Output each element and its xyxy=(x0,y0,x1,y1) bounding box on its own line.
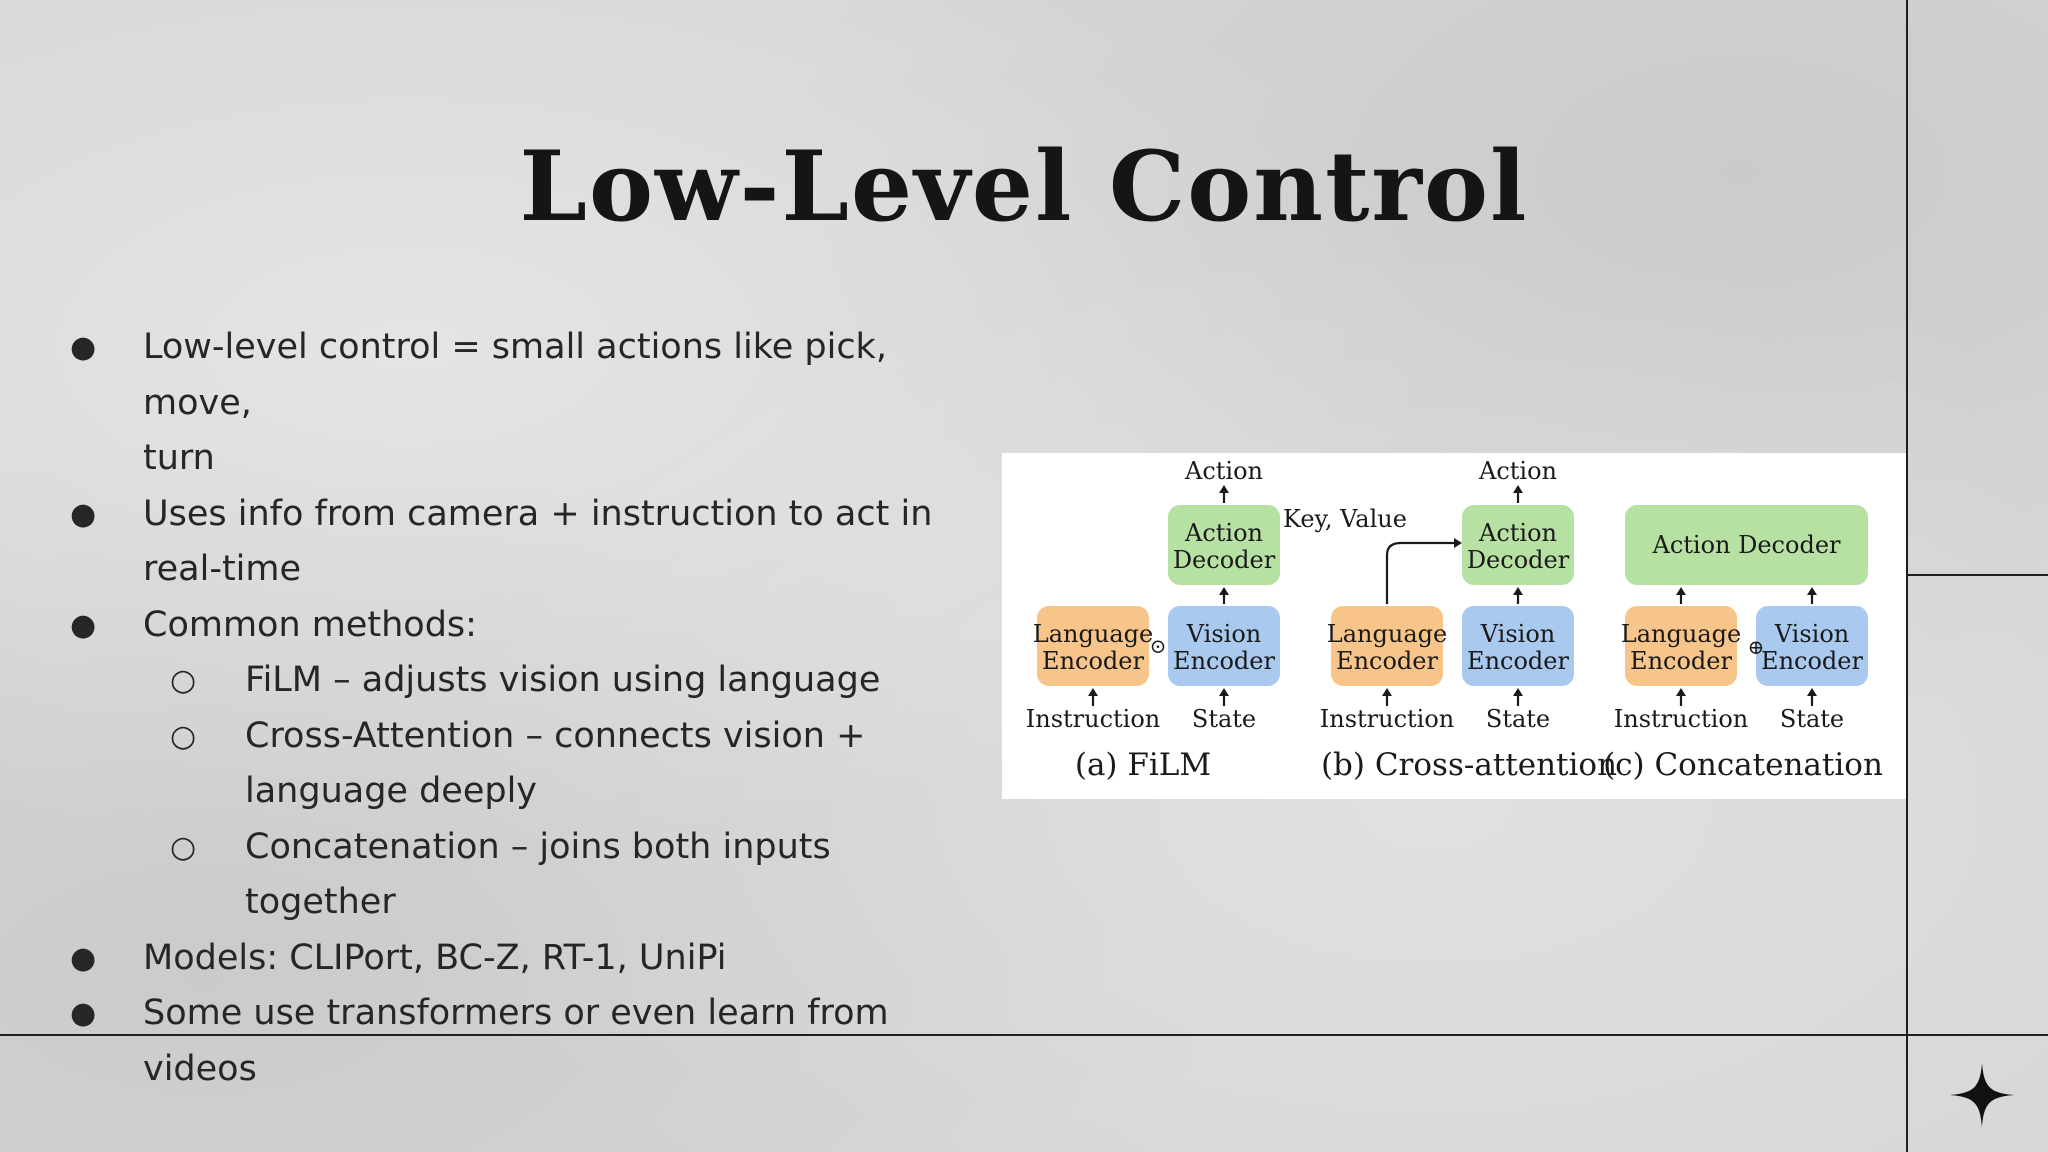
language-encoder-box xyxy=(1037,606,1149,686)
arrow-state-to-vision-head xyxy=(1219,688,1229,696)
arrow-language-to-decoder-head xyxy=(1676,587,1686,595)
language-encoder-box-label: Language xyxy=(1033,620,1153,648)
instruction-label: Instruction xyxy=(1320,705,1455,733)
language-encoder-box-label: Encoder xyxy=(1042,647,1144,675)
vision-encoder-box-label: Vision xyxy=(1186,620,1261,648)
bullet-dot-icon: ● xyxy=(70,607,97,643)
language-encoder-box-label: Encoder xyxy=(1630,647,1732,675)
language-encoder-box xyxy=(1625,606,1737,686)
action-decoder-box-label: Decoder xyxy=(1467,546,1570,574)
bullet-text: Low-level control = small actions like p… xyxy=(143,327,887,423)
arrow-vision-to-decoder-head xyxy=(1219,587,1229,595)
key-value-label: Key, Value xyxy=(1283,505,1407,533)
sub-bullet-item: language deeply xyxy=(70,764,970,820)
sub-bullet-item: ○ FiLM – adjusts vision using language xyxy=(70,653,970,709)
bullet-text: Models: CLIPort, BC-Z, RT-1, UniPi xyxy=(143,937,727,978)
action-decoder-box-label: Action xyxy=(1184,519,1263,547)
bullet-dot-icon: ● xyxy=(70,940,97,976)
action-decoder-box-label: Action xyxy=(1478,519,1557,547)
action-decoder-box-label: Action Decoder xyxy=(1651,531,1841,559)
star-icon xyxy=(1950,1063,2014,1127)
bullet-item: real-time xyxy=(70,542,970,598)
bullet-item: turn xyxy=(70,431,970,487)
bullet-item: ● Some use transformers or even learn fro… xyxy=(70,986,970,1097)
state-label: State xyxy=(1192,705,1256,733)
language-encoder-box-label: Language xyxy=(1327,620,1447,648)
arrow-state-to-vision-head xyxy=(1513,688,1523,696)
bullet-text: Uses info from camera + instruction to a… xyxy=(143,493,933,534)
arrow-state-to-vision-head xyxy=(1807,688,1817,696)
action-decoder-box-label: Decoder xyxy=(1173,546,1276,574)
bullet-text: turn xyxy=(143,438,215,478)
bullet-item: ● Low-level control = small actions like … xyxy=(70,320,970,431)
bullet-circle-icon: ○ xyxy=(170,829,197,865)
side-divider xyxy=(1906,574,2048,576)
state-label: State xyxy=(1780,705,1844,733)
vision-encoder-box xyxy=(1168,606,1280,686)
language-encoder-box-label: Language xyxy=(1621,620,1741,648)
cross-attention-arrow-head xyxy=(1454,538,1462,548)
sub-bullet-item: ○ Concatenation – joins both inputs toget… xyxy=(70,820,970,931)
arrow-vision-to-decoder-head xyxy=(1513,587,1523,595)
action-decoder-box xyxy=(1168,505,1280,585)
action-label: Action xyxy=(1184,457,1263,485)
bullet-text: Common methods: xyxy=(143,604,477,645)
state-label: State xyxy=(1486,705,1550,733)
panel-caption: (c) Concatenation xyxy=(1603,747,1883,783)
bullet-list: ● Low-level control = small actions like … xyxy=(70,320,970,1097)
arrow-instruction-to-language-head xyxy=(1088,688,1098,696)
vision-encoder-box-label: Encoder xyxy=(1761,647,1863,675)
bullet-item: ● Common methods: xyxy=(70,598,970,654)
arrow-vision-to-decoder-head xyxy=(1807,587,1817,595)
vision-encoder-box-label: Vision xyxy=(1774,620,1849,648)
panel-caption: (b) Cross-attention xyxy=(1321,747,1617,783)
instruction-label: Instruction xyxy=(1026,705,1161,733)
instruction-label: Instruction xyxy=(1614,705,1749,733)
arrow-instruction-to-language-head xyxy=(1676,688,1686,696)
sub-bullet-item: ○ Cross-Attention – connects vision + xyxy=(70,709,970,765)
bullet-text: FiLM – adjusts vision using language xyxy=(245,660,881,700)
bullet-text: Cross-Attention – connects vision + xyxy=(245,715,866,756)
bullet-circle-icon: ○ xyxy=(170,663,197,698)
arrow-decoder-to-action-head xyxy=(1513,485,1523,493)
slide-title: Low-Level Control xyxy=(519,130,1529,243)
bullet-text: real-time xyxy=(143,549,302,589)
bullet-item: ● Uses info from camera + instruction to … xyxy=(70,487,970,543)
arrow-decoder-to-action-head xyxy=(1219,485,1229,493)
bullet-text: language deeply xyxy=(245,771,538,811)
vision-encoder-box xyxy=(1756,606,1868,686)
language-encoder-box xyxy=(1331,606,1443,686)
panel-caption: (a) FiLM xyxy=(1075,747,1211,783)
bullet-dot-icon: ● xyxy=(70,330,97,365)
action-decoder-box xyxy=(1625,505,1868,585)
bullet-dot-icon: ● xyxy=(70,996,97,1031)
action-decoder-box xyxy=(1462,505,1574,585)
vertical-divider xyxy=(1906,0,1908,1152)
arrow-instruction-to-language-head xyxy=(1382,688,1392,696)
vision-encoder-box-label: Encoder xyxy=(1173,647,1275,675)
vision-encoder-box xyxy=(1462,606,1574,686)
concat-icon: ⊕ xyxy=(1748,635,1765,659)
bullet-text: Some use transformers or even learn from… xyxy=(143,993,889,1089)
bullet-item: ● Models: CLIPort, BC-Z, RT-1, UniPi xyxy=(70,931,970,987)
horizontal-divider xyxy=(0,1034,2048,1036)
vision-encoder-box-label: Vision xyxy=(1480,620,1555,648)
film-product-icon: ⊙ xyxy=(1150,634,1167,658)
action-label: Action xyxy=(1478,457,1557,485)
bullet-circle-icon: ○ xyxy=(170,718,197,754)
bullet-text: Concatenation – joins both inputs togeth… xyxy=(245,826,831,923)
vision-encoder-box-label: Encoder xyxy=(1467,647,1569,675)
language-encoder-box-label: Encoder xyxy=(1336,647,1438,675)
bullet-dot-icon: ● xyxy=(70,496,97,532)
cross-attention-arrow xyxy=(1385,541,1456,604)
